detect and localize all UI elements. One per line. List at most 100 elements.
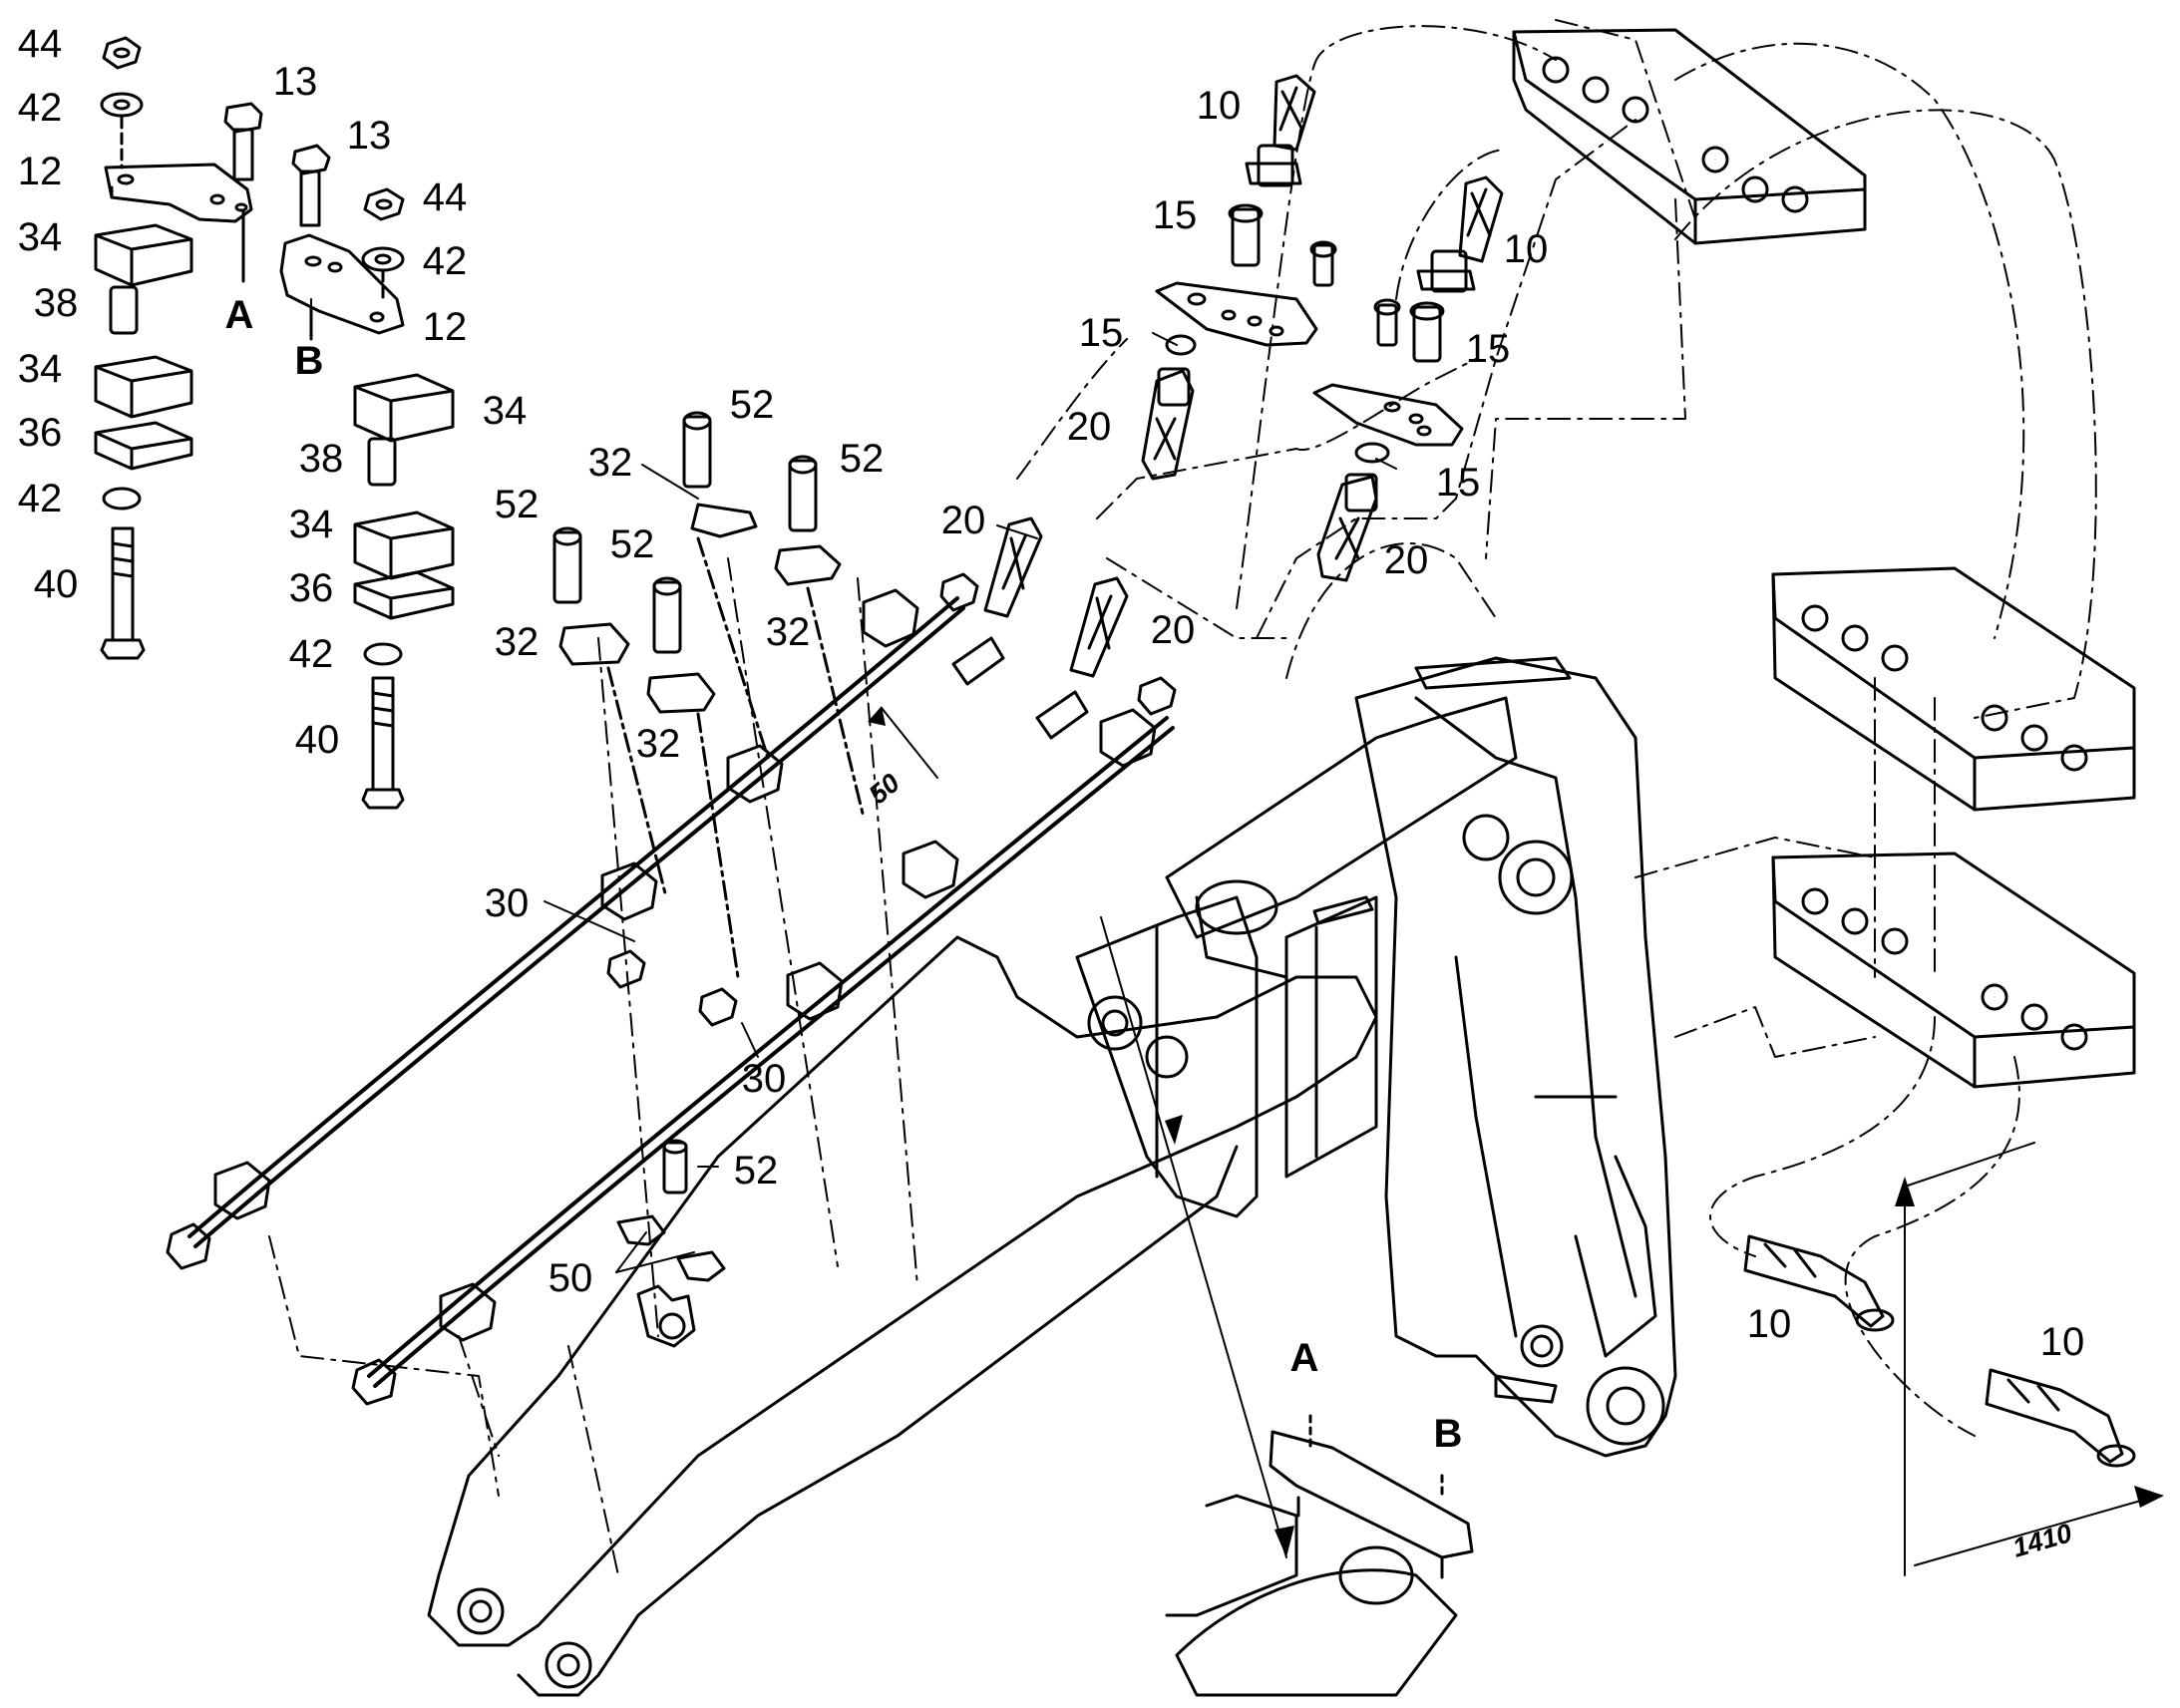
callout-52-d: 52 xyxy=(609,522,655,566)
callout-40-a: 40 xyxy=(33,562,79,606)
hose-20-a xyxy=(1141,369,1195,481)
bracket-12-b xyxy=(279,233,405,335)
hose-20-d xyxy=(1316,475,1378,582)
boom-lower-arm xyxy=(427,935,1378,1647)
callout-32-b: 32 xyxy=(765,610,811,654)
callout-15-a: 15 xyxy=(1152,193,1198,237)
marker-b: B xyxy=(294,339,324,383)
callout-34-c: 34 xyxy=(482,389,528,433)
callout-38-a: 38 xyxy=(33,281,79,325)
pipe-lines xyxy=(166,572,1177,1406)
callout-32-a: 32 xyxy=(587,441,633,485)
washer-42-b xyxy=(102,487,142,511)
hose-10-b xyxy=(1458,175,1504,263)
hardware-stack-b xyxy=(279,144,455,810)
detail-marker-b: B xyxy=(1433,1412,1463,1456)
leader-lines xyxy=(242,228,2035,1576)
washer-42-a xyxy=(100,92,144,118)
callout-10-d: 10 xyxy=(2039,1320,2085,1364)
pipe-30-upper xyxy=(187,596,959,1238)
callout-36-a: 36 xyxy=(17,411,63,455)
callout-44-a: 44 xyxy=(17,22,63,66)
callout-15-b: 15 xyxy=(1078,311,1124,355)
callout-20-b: 20 xyxy=(940,499,986,542)
callout-50: 50 xyxy=(547,1256,593,1300)
boom-upper-head xyxy=(1165,696,1518,939)
clamp-half-34-b xyxy=(94,355,193,419)
callout-36-b: 36 xyxy=(288,566,334,610)
callout-38-b: 38 xyxy=(298,437,344,481)
callout-52-e: 52 xyxy=(733,1149,779,1193)
boom-side-plate xyxy=(1075,895,1259,1218)
hose-20-c xyxy=(1069,576,1129,678)
callout-13-a: 13 xyxy=(272,60,318,104)
dimension-lines xyxy=(881,707,2159,1566)
bolt-13-a-head xyxy=(223,102,263,134)
bracket-12-a xyxy=(104,163,253,223)
boom-column xyxy=(1284,895,1378,1179)
callout-42-d: 42 xyxy=(288,632,334,676)
washer-15-a xyxy=(1165,334,1197,356)
callout-12-a: 12 xyxy=(17,150,63,193)
washer-42-c xyxy=(361,246,405,272)
callout-30-a: 30 xyxy=(484,881,530,925)
sleeve-38-b xyxy=(367,437,397,487)
plate-bracket-15 xyxy=(1155,281,1318,347)
hose-10-d xyxy=(1985,1368,2124,1464)
callout-15-c: 15 xyxy=(1465,327,1511,371)
valve-block-low xyxy=(1771,852,2136,1089)
boom-right-arm xyxy=(1354,656,1677,1458)
hose-fittings-top xyxy=(983,74,1504,678)
pad-and-bolt-set xyxy=(552,411,866,979)
callout-42-b: 42 xyxy=(17,477,63,520)
valve-blocks xyxy=(1512,28,2136,1089)
bolt-13-a xyxy=(232,128,254,181)
sleeve-38-a xyxy=(109,285,139,335)
callout-40-b: 40 xyxy=(294,718,340,762)
callout-34-a: 34 xyxy=(17,215,63,259)
callout-52-a: 52 xyxy=(729,383,775,427)
valve-block-mid xyxy=(1771,566,2136,812)
washer-42-d xyxy=(363,642,403,666)
hose-fittings-bottom xyxy=(1743,1234,2136,1468)
pipe-30-lower xyxy=(367,716,1169,1378)
clip-set-50 xyxy=(616,1139,726,1348)
callout-32-d: 32 xyxy=(635,722,681,766)
clamp-half-34-d xyxy=(353,511,455,580)
callout-13-b: 13 xyxy=(346,114,392,158)
detail-marker-a: A xyxy=(1289,1336,1319,1380)
fitting-15-a xyxy=(1231,207,1261,267)
plate-36-a xyxy=(94,421,193,471)
valve-block-top xyxy=(1512,28,1867,245)
nut-44-a xyxy=(102,36,142,70)
callout-42-a: 42 xyxy=(17,86,63,130)
callout-15-d: 15 xyxy=(1435,461,1481,505)
callout-20-d: 20 xyxy=(1150,608,1196,652)
callout-10-a: 10 xyxy=(1196,84,1242,128)
callout-34-b: 34 xyxy=(17,347,63,391)
callout-32-c: 32 xyxy=(494,620,540,664)
routing-lines xyxy=(268,19,2097,1576)
plate-bracket-15-b xyxy=(1312,383,1464,447)
plate-36-b xyxy=(353,570,455,620)
hose-10-c xyxy=(1743,1234,1885,1328)
callout-34-d: 34 xyxy=(288,503,334,546)
clamp-half-34-a xyxy=(94,223,193,287)
fitting-15-b xyxy=(1412,305,1442,363)
hose-10-a xyxy=(1272,74,1316,152)
callout-52-c: 52 xyxy=(494,483,540,526)
callout-10-c: 10 xyxy=(1746,1302,1792,1346)
nut-44-b xyxy=(363,187,405,221)
bolt-13-b-head xyxy=(291,144,331,175)
boom-arm xyxy=(427,656,1677,1697)
callout-44-b: 44 xyxy=(422,175,468,219)
detail-bracket-ab xyxy=(1165,1414,1474,1697)
hose-20-b xyxy=(983,516,1043,618)
hardware-stack-a xyxy=(94,36,263,660)
clamp-half-34-c xyxy=(353,373,455,443)
callout-42-c: 42 xyxy=(422,239,468,283)
callout-20-c: 20 xyxy=(1383,538,1429,582)
callout-30-b: 30 xyxy=(741,1057,787,1101)
